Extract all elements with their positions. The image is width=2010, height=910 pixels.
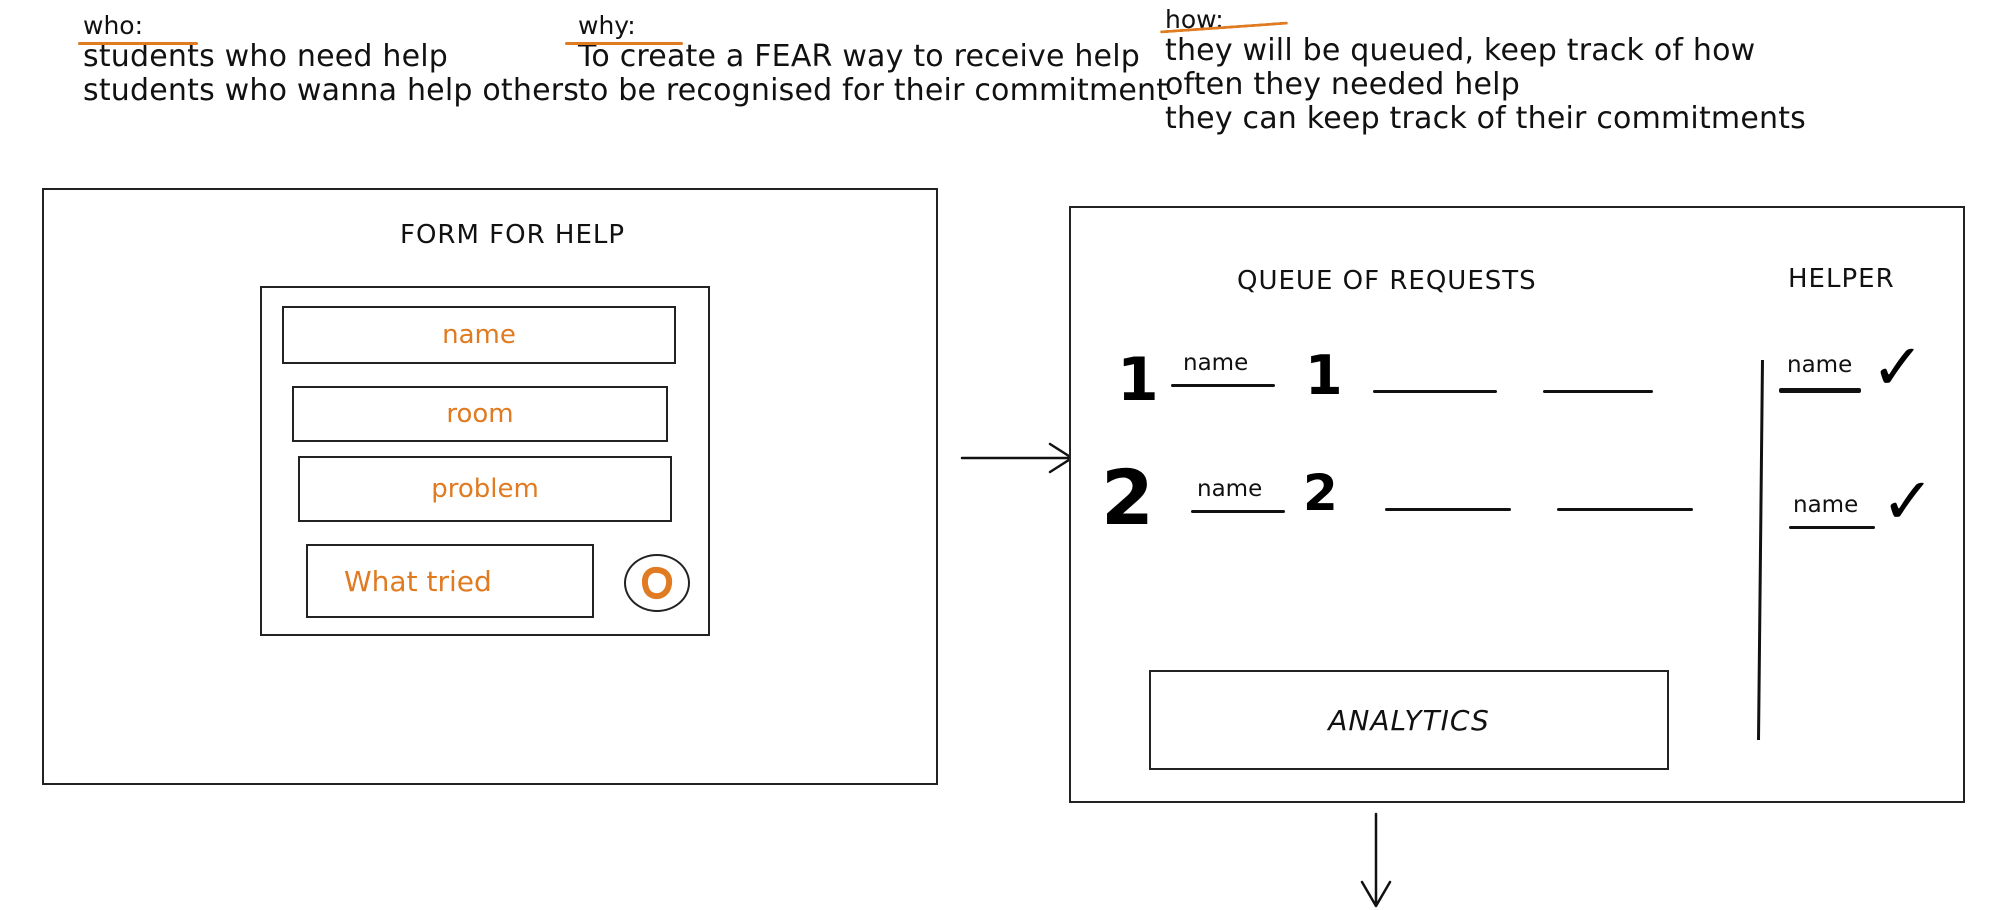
helper-entry-rule: [1779, 388, 1861, 393]
queue-row-name-rule: [1171, 384, 1275, 387]
analytics-label: ANALYTICS: [1328, 703, 1490, 737]
note-who: who: students who need help students who…: [83, 12, 579, 108]
submit-icon: [641, 566, 673, 600]
queue-row-blank-2: [1543, 390, 1653, 393]
queue-row-1[interactable]: 1 name 1: [1071, 344, 1731, 438]
note-who-line-1: students who need help: [83, 39, 449, 74]
note-how: how: they will be queued, keep track of …: [1165, 6, 1806, 136]
room-field[interactable]: room: [292, 386, 668, 442]
helper-entry-rule: [1789, 526, 1875, 529]
form-panel: FORM FOR HELP name room problem What tri…: [42, 188, 938, 785]
note-how-line-3: they can keep track of their commitments: [1165, 101, 1807, 136]
note-who-heading: who:: [83, 11, 144, 40]
name-field[interactable]: name: [282, 306, 676, 364]
note-why-heading: why:: [578, 11, 636, 40]
note-why-underline: [565, 42, 683, 45]
form-card: name room problem What tried: [260, 286, 710, 636]
queue-row-blank-2: [1557, 508, 1693, 511]
queue-row-count: 2: [1303, 464, 1338, 522]
note-why-line-1: To create a FEAR way to receive help: [578, 39, 1140, 74]
helper-entry-2[interactable]: name ✓: [1783, 470, 1959, 566]
note-why: why: To create a FEAR way to receive hel…: [578, 12, 1168, 108]
queue-row-index: 1: [1117, 345, 1159, 415]
queue-row-count: 1: [1305, 344, 1343, 407]
form-title: FORM FOR HELP: [400, 220, 626, 250]
queue-row-name-rule: [1191, 510, 1285, 513]
queue-row-blank-1: [1373, 390, 1497, 393]
helper-title: HELPER: [1788, 264, 1895, 294]
note-how-line-1: they will be queued, keep track of how: [1165, 33, 1756, 68]
queue-panel: QUEUE OF REQUESTS HELPER 1 name 1 2 name…: [1069, 206, 1965, 803]
helper-entry-name: name: [1787, 352, 1853, 378]
note-how-line-2: often they needed help: [1165, 67, 1520, 102]
check-icon: ✓: [1871, 331, 1925, 405]
note-why-line-2: to be recognised for their commitment: [578, 73, 1169, 108]
helper-entry-name: name: [1793, 492, 1859, 518]
queue-title: QUEUE OF REQUESTS: [1237, 266, 1537, 296]
note-who-underline: [78, 42, 198, 45]
note-how-heading: how:: [1165, 5, 1224, 34]
note-who-line-2: students who wanna help others: [83, 73, 580, 108]
arrow-right-icon: [960, 442, 1074, 474]
queue-row-blank-1: [1385, 508, 1511, 511]
arrow-down-icon: [1360, 812, 1392, 908]
helper-divider: [1757, 359, 1764, 741]
what-tried-label: What tried: [344, 564, 492, 598]
problem-field[interactable]: problem: [298, 456, 672, 522]
what-tried-field[interactable]: What tried: [306, 544, 594, 618]
check-icon: ✓: [1881, 465, 1935, 539]
helper-entry-1[interactable]: name ✓: [1775, 331, 1951, 434]
queue-row-name: name: [1197, 476, 1263, 502]
analytics-button[interactable]: ANALYTICS: [1149, 670, 1669, 770]
queue-row-name: name: [1183, 350, 1249, 376]
queue-row-2[interactable]: 2 name 2: [1071, 460, 1731, 560]
submit-button[interactable]: [624, 554, 690, 612]
queue-row-index: 2: [1101, 453, 1154, 542]
